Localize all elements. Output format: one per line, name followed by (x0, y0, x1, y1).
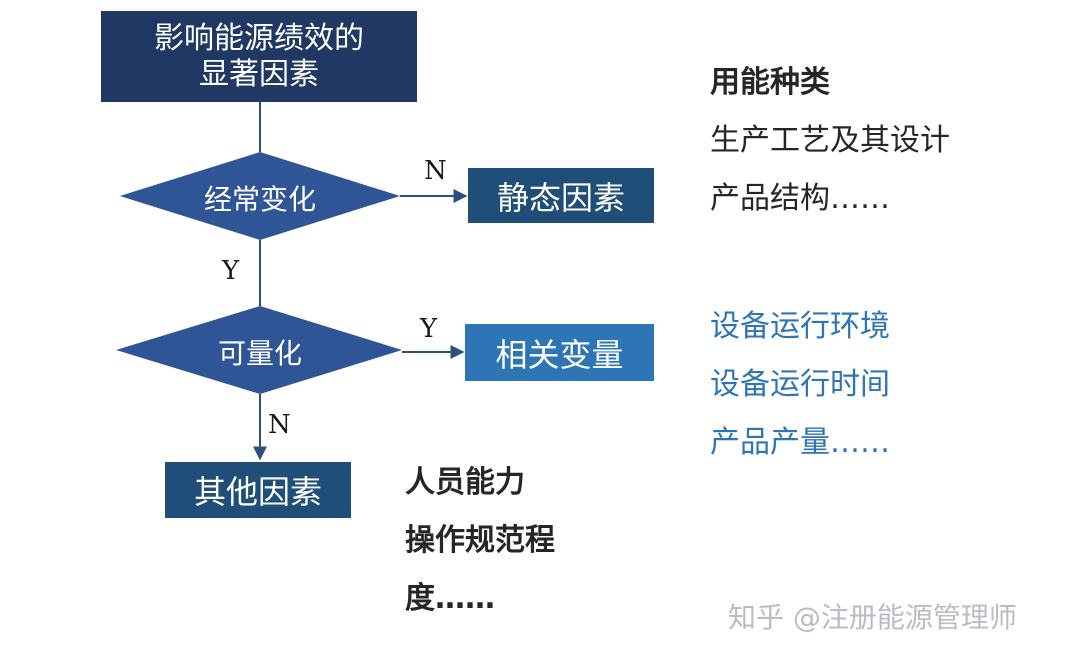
related-variable-examples: 设备运行环境 设备运行时间 产品产量…… (710, 298, 890, 472)
node-significant-factors-line2: 显著因素 (199, 56, 319, 92)
edge-label-change-yes: Y (222, 256, 240, 286)
static-example-3: 产品结构…… (710, 181, 890, 216)
edge-label-quantify-yes: Y (420, 314, 438, 344)
node-significant-factors-line1: 影响能源绩效的 (154, 20, 364, 56)
other-example-1: 人员能力 (405, 465, 525, 500)
other-factor-examples: 人员能力 操作规范程 度…… (405, 454, 555, 628)
node-related-variables: 相关变量 (465, 324, 654, 381)
node-significant-factors: 影响能源绩效的 显著因素 (101, 11, 417, 102)
edge-label-change-no: N (424, 156, 447, 186)
related-example-3: 产品产量…… (710, 425, 890, 460)
node-other-factors: 其他因素 (165, 462, 351, 518)
decision-diamond-change (120, 152, 400, 240)
related-example-1: 设备运行环境 (710, 309, 890, 344)
node-static-factors: 静态因素 (468, 168, 654, 223)
watermark: 知乎 @注册能源管理师 (728, 601, 1017, 634)
decision-quantify-label: 可量化 (217, 337, 302, 370)
other-example-3: 度…… (405, 581, 495, 616)
static-example-2: 生产工艺及其设计 (710, 123, 950, 158)
edge-label-quantify-no: N (268, 410, 291, 440)
decision-change-label: 经常变化 (203, 183, 316, 216)
decision-diamond-quantify (116, 306, 402, 394)
static-example-1: 用能种类 (710, 65, 830, 100)
static-factor-examples: 用能种类 生产工艺及其设计 产品结构…… (710, 54, 950, 228)
related-example-2: 设备运行时间 (710, 367, 890, 402)
other-example-2: 操作规范程 (405, 523, 555, 558)
